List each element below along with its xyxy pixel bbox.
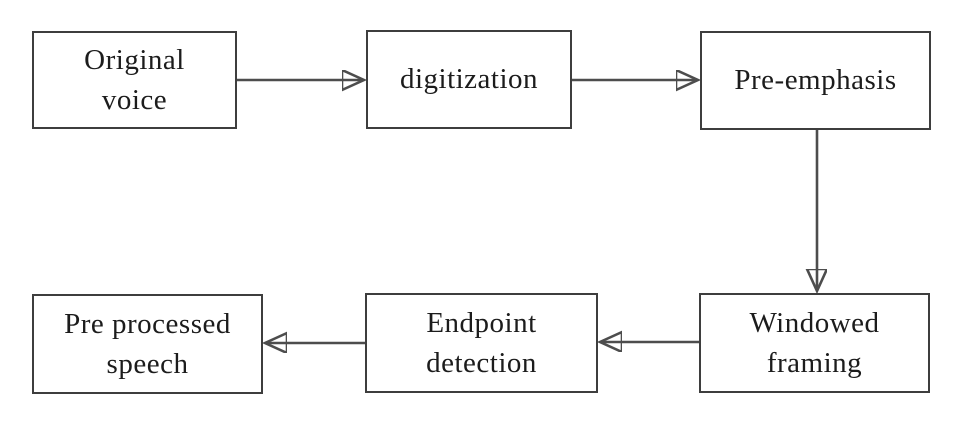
box-label-line: Windowed [749, 306, 880, 339]
box-endpoint-detection: Endpoint detection [365, 293, 598, 393]
box-digitization: digitization [366, 30, 572, 129]
box-original-voice: Original voice [32, 31, 237, 129]
box-pre-emphasis: Pre-emphasis [700, 31, 931, 130]
box-label-line: digitization [399, 63, 539, 96]
box-label-line: Original [84, 43, 185, 76]
box-label-line: Endpoint [426, 306, 537, 339]
box-label-line: Pre-emphasis [734, 64, 897, 97]
box-label-line: speech [106, 348, 189, 380]
box-label-line: framing [766, 347, 863, 379]
box-label-line: Pre processed [64, 307, 231, 340]
box-windowed-framing: Windowed framing [699, 293, 930, 393]
box-label-line: detection [426, 347, 537, 379]
box-label-line: voice [101, 84, 168, 116]
box-pre-processed-speech: Pre processed speech [32, 294, 263, 394]
